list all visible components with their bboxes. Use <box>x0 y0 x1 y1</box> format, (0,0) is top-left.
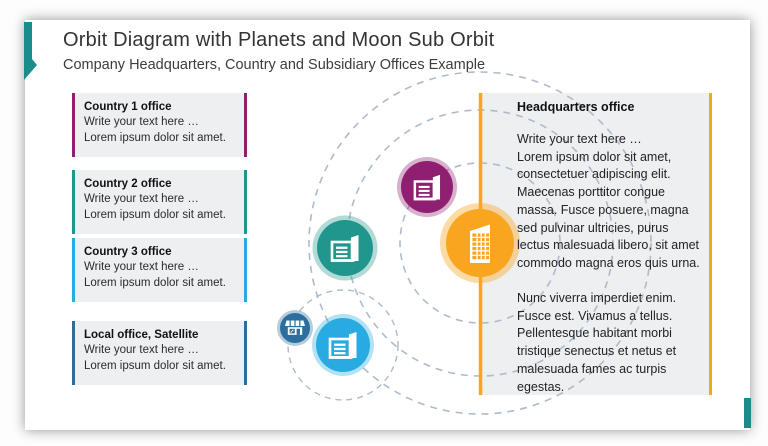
office-building-icon <box>412 173 442 202</box>
info-box-line2: Lorem ipsum dolor sit amet. <box>84 359 226 372</box>
slide: Orbit Diagram with Planets and Moon Sub … <box>24 20 751 430</box>
page-subtitle: Company Headquarters, Country and Subsid… <box>63 57 486 73</box>
info-box-country-1: Country 1 office Write your text here … … <box>72 93 247 157</box>
info-box-title: Country 1 office <box>84 101 172 113</box>
info-box-line2: Lorem ipsum dolor sit amet. <box>84 131 226 144</box>
info-box-title: Local office, Satellite <box>84 329 199 341</box>
info-box-line1: Write your text here … <box>84 116 199 129</box>
info-box-line2: Lorem ipsum dolor sit amet. <box>84 208 226 221</box>
info-box-country-3: Country 3 office Write your text here … … <box>72 238 247 302</box>
info-box-title: Country 3 office <box>84 246 172 258</box>
page-title: Orbit Diagram with Planets and Moon Sub … <box>63 29 495 51</box>
headquarters-para2: Nunc viverra imperdiet enim. Fusce est. … <box>517 290 677 394</box>
office-building-icon <box>327 330 358 361</box>
info-box-line2: Lorem ipsum dolor sit amet. <box>84 276 226 289</box>
planet-country-2 <box>312 215 378 281</box>
headquarters-line1: Write your text here … <box>517 131 642 146</box>
slide-accent-top-left-icon <box>24 22 37 80</box>
info-box-title: Country 2 office <box>84 178 172 190</box>
info-box-line1: Write your text here … <box>84 344 199 357</box>
headquarters-text: Headquarters office Write your text here… <box>517 99 701 396</box>
info-box-line1: Write your text here … <box>84 261 199 274</box>
storefront-icon <box>284 320 306 336</box>
info-box-country-2: Country 2 office Write your text here … … <box>72 170 247 234</box>
headquarters-para1: Lorem ipsum dolor sit amet, consectetuer… <box>517 149 700 271</box>
office-building-icon <box>329 233 360 264</box>
headquarters-title: Headquarters office <box>517 100 635 114</box>
info-box-line1: Write your text here … <box>84 193 199 206</box>
info-box-local-satellite: Local office, Satellite Write your text … <box>72 321 247 385</box>
slide-accent-bottom-right-icon <box>744 398 751 428</box>
planet-country-3 <box>312 314 374 376</box>
planet-local-satellite <box>277 310 313 346</box>
sub-orbit-circle <box>287 289 399 401</box>
planet-country-1 <box>397 157 457 217</box>
